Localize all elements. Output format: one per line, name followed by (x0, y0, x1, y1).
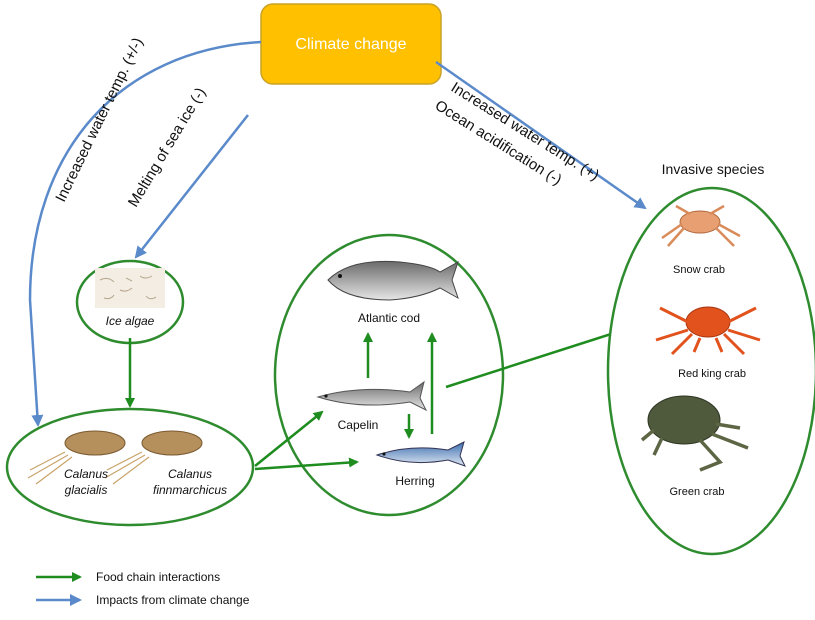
ice-algae-label: Ice algae (106, 314, 155, 328)
calanus-glacialis-label-1: Calanus (64, 467, 108, 481)
invasive-species-node: Snow crab Red king crab Green crab (606, 186, 815, 556)
green-crab-icon (640, 395, 749, 472)
snow-crab-icon (661, 204, 741, 247)
calanus-finnmarchicus-icon (104, 430, 203, 485)
legend-food-chain-label: Food chain interactions (96, 570, 220, 584)
red-king-crab-label: Red king crab (678, 368, 746, 380)
herring-icon (375, 441, 467, 467)
ice-algae-image (95, 268, 165, 308)
climate-arrow-to-ice-algae (134, 114, 249, 259)
climate-change-label: Climate change (295, 36, 406, 53)
capelin-icon (316, 380, 428, 412)
red-king-crab-icon (655, 306, 761, 356)
climate-arrow-to-invasive (435, 60, 647, 210)
calanus-glacialis-icon (27, 430, 126, 485)
herring-label: Herring (395, 474, 434, 488)
green-crab-label: Green crab (669, 486, 724, 498)
legend: Food chain interactions Impacts from cli… (36, 570, 250, 607)
climate-arrow-to-calanus (28, 40, 262, 427)
impact-label-water-temp-left: Increased water temp. (+/-) (52, 35, 146, 205)
calanus-finnmarchicus-label-2: finnmarchicus (153, 483, 227, 497)
arrow-calanus-to-capelin (254, 410, 324, 467)
calanus-finnmarchicus-label-1: Calanus (168, 467, 212, 481)
ice-algae-node: Ice algae (75, 259, 185, 345)
arrow-calanus-to-herring (254, 457, 359, 471)
calanus-glacialis-label-2: glacialis (65, 483, 108, 497)
fish-node: Atlantic cod Capelin Herring (273, 233, 505, 517)
invasive-species-heading: Invasive species (662, 161, 765, 177)
arrow-fish-to-invasive (445, 323, 638, 389)
snow-crab-label: Snow crab (673, 264, 725, 276)
atlantic-cod-icon (327, 260, 459, 301)
climate-change-box: Climate change (260, 3, 442, 85)
calanus-node: Calanus glacialis Calanus finnmarchicus (5, 407, 255, 527)
capelin-label: Capelin (338, 418, 379, 432)
legend-climate-label: Impacts from climate change (96, 593, 250, 607)
atlantic-cod-label: Atlantic cod (358, 311, 420, 325)
impact-label-sea-ice: Melting of sea ice (-) (125, 85, 210, 210)
